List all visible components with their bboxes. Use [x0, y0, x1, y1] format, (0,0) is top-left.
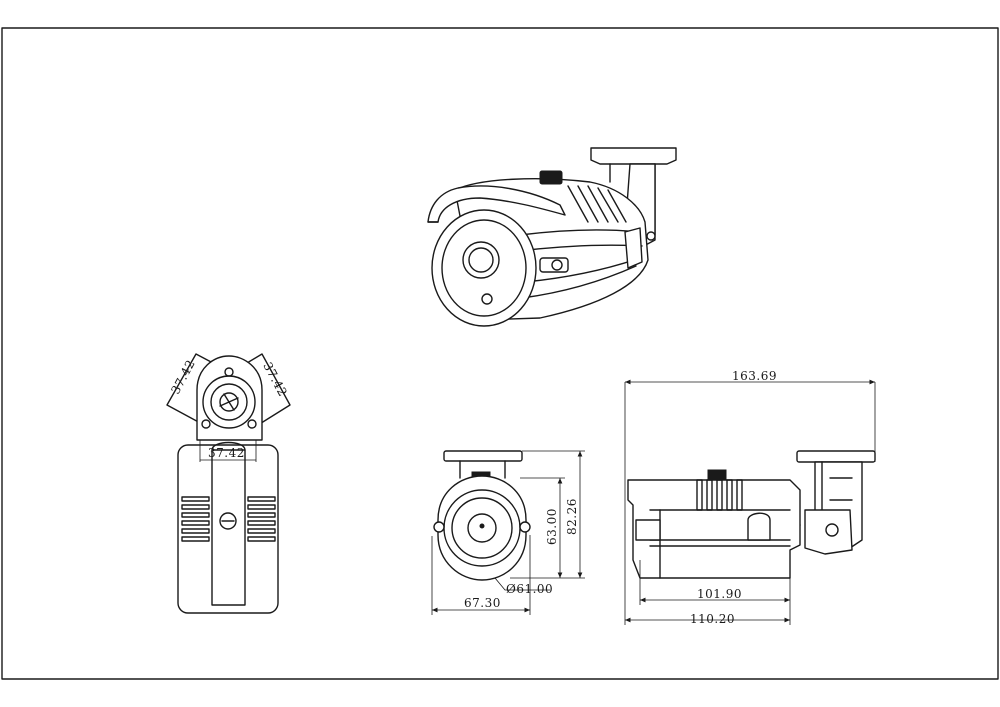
- drawing-frame: [1, 27, 999, 680]
- dim-side-width: 37.42: [208, 446, 245, 460]
- iso-sunshield: [427, 185, 566, 223]
- dim-total-length: 163.69: [732, 369, 777, 383]
- dim-body-length: 101.90: [697, 587, 742, 601]
- side-vents-right: [247, 496, 276, 542]
- side-vents-left: [181, 496, 210, 542]
- front-camera-view: 82.26 63.00 Ø61.00 67.30: [431, 450, 585, 615]
- dim-front-height-outer: 82.26: [565, 498, 579, 535]
- isometric-camera-view: [427, 147, 677, 327]
- dim-front-diameter: Ø61.00: [506, 582, 553, 596]
- side-camera-view: 37.42 37.42 37.42: [166, 353, 291, 614]
- dim-front-width: 67.30: [464, 596, 501, 610]
- profile-camera-view: 163.69 101.90 110.20: [624, 369, 876, 626]
- dim-front-height-inner: 63.00: [545, 508, 559, 545]
- iso-front-face: [431, 209, 537, 327]
- dim-housing-length: 110.20: [690, 612, 735, 626]
